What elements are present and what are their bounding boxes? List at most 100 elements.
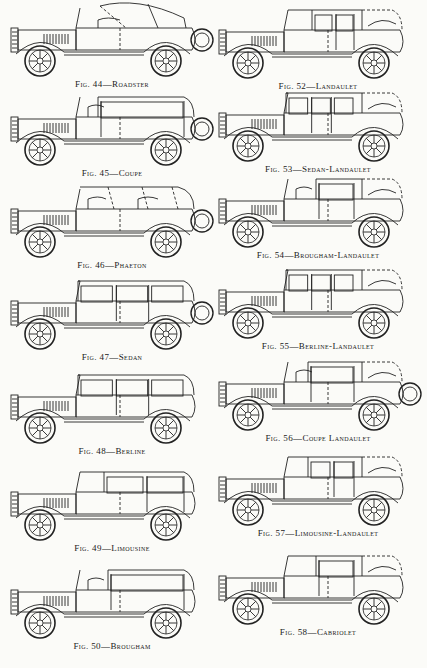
car-line bbox=[362, 457, 363, 477]
car-line bbox=[240, 611, 246, 617]
car-line bbox=[40, 64, 41, 72]
car-line bbox=[354, 183, 355, 219]
car-line bbox=[248, 235, 249, 243]
car-line bbox=[368, 467, 396, 473]
car-line bbox=[267, 205, 268, 215]
car-line bbox=[80, 472, 104, 473]
car-line bbox=[169, 525, 177, 526]
car-line bbox=[224, 491, 272, 503]
car-line bbox=[377, 323, 385, 324]
car-line bbox=[98, 18, 120, 28]
wheel bbox=[155, 50, 177, 72]
car-line bbox=[40, 153, 41, 161]
car-panel bbox=[312, 275, 331, 291]
car-panel bbox=[11, 117, 18, 141]
car-drawing bbox=[11, 281, 213, 349]
car-line bbox=[248, 418, 249, 426]
car-line bbox=[12, 305, 17, 306]
car-line bbox=[120, 492, 121, 514]
car-line bbox=[62, 401, 63, 411]
car-line bbox=[264, 36, 265, 46]
car-line bbox=[251, 510, 259, 511]
car-line bbox=[336, 14, 337, 50]
car-line bbox=[12, 411, 17, 412]
car-line bbox=[272, 223, 352, 224]
car-panel bbox=[116, 286, 147, 302]
car-line bbox=[270, 582, 271, 592]
car-line bbox=[158, 244, 164, 250]
car-line bbox=[64, 325, 144, 326]
car-panel bbox=[11, 492, 18, 516]
car-line bbox=[68, 596, 69, 606]
car-line bbox=[376, 148, 382, 154]
car-line bbox=[43, 623, 51, 624]
car-line bbox=[43, 428, 51, 429]
car-line bbox=[250, 502, 256, 508]
car-panel bbox=[219, 477, 226, 501]
car-line bbox=[374, 513, 375, 521]
car-line bbox=[376, 55, 382, 61]
car-line bbox=[366, 315, 372, 321]
car-line bbox=[362, 457, 402, 477]
car-line bbox=[16, 223, 64, 235]
car-line bbox=[44, 34, 45, 44]
car-line bbox=[248, 221, 249, 229]
car-panel bbox=[219, 382, 226, 406]
car-panel bbox=[315, 15, 332, 31]
car-line bbox=[220, 493, 225, 494]
wheel bbox=[359, 217, 389, 247]
car-line bbox=[12, 415, 17, 416]
car-line bbox=[362, 179, 363, 199]
car-line bbox=[29, 525, 37, 526]
car-line bbox=[44, 307, 45, 317]
car-line bbox=[158, 336, 164, 342]
car-line bbox=[166, 139, 167, 147]
car-line bbox=[155, 242, 163, 243]
car-line bbox=[76, 395, 195, 417]
car-line bbox=[12, 512, 17, 513]
car-panel bbox=[81, 380, 112, 396]
wheel bbox=[29, 612, 51, 634]
car-line bbox=[273, 296, 274, 306]
car-panel bbox=[226, 201, 284, 221]
car-line bbox=[237, 63, 245, 64]
car-line bbox=[12, 610, 17, 611]
car-line bbox=[12, 133, 17, 134]
car-line bbox=[273, 205, 274, 215]
car-line bbox=[12, 317, 17, 318]
car-drawing bbox=[219, 270, 403, 338]
car-drawing bbox=[11, 187, 213, 257]
car-line bbox=[56, 401, 57, 411]
car-line bbox=[374, 326, 375, 334]
car-line bbox=[65, 596, 66, 606]
car-line bbox=[76, 375, 80, 395]
car-line bbox=[111, 574, 112, 610]
car-line bbox=[12, 399, 17, 400]
car-line bbox=[311, 274, 312, 310]
car-line bbox=[248, 326, 249, 334]
car-line bbox=[53, 596, 54, 606]
car-line bbox=[248, 598, 249, 606]
car-line bbox=[264, 119, 265, 129]
car-line bbox=[248, 513, 249, 521]
car-panel bbox=[219, 113, 226, 137]
car-line bbox=[64, 419, 144, 420]
car-line bbox=[270, 483, 271, 493]
car-line bbox=[158, 517, 164, 523]
car-line bbox=[220, 584, 225, 585]
car-line bbox=[376, 315, 382, 321]
car-line bbox=[220, 121, 225, 122]
spare-tire bbox=[195, 214, 209, 228]
car-drawing bbox=[11, 3, 213, 76]
car-panel bbox=[18, 303, 76, 323]
car-line bbox=[240, 325, 246, 331]
car-line bbox=[12, 121, 17, 122]
wheel bbox=[155, 231, 177, 253]
car-line bbox=[220, 46, 225, 47]
car-line bbox=[98, 97, 99, 117]
car-line bbox=[273, 582, 274, 592]
car-line bbox=[376, 512, 382, 518]
wheel bbox=[245, 143, 251, 149]
car-line bbox=[272, 603, 352, 604]
car-line bbox=[261, 296, 262, 306]
